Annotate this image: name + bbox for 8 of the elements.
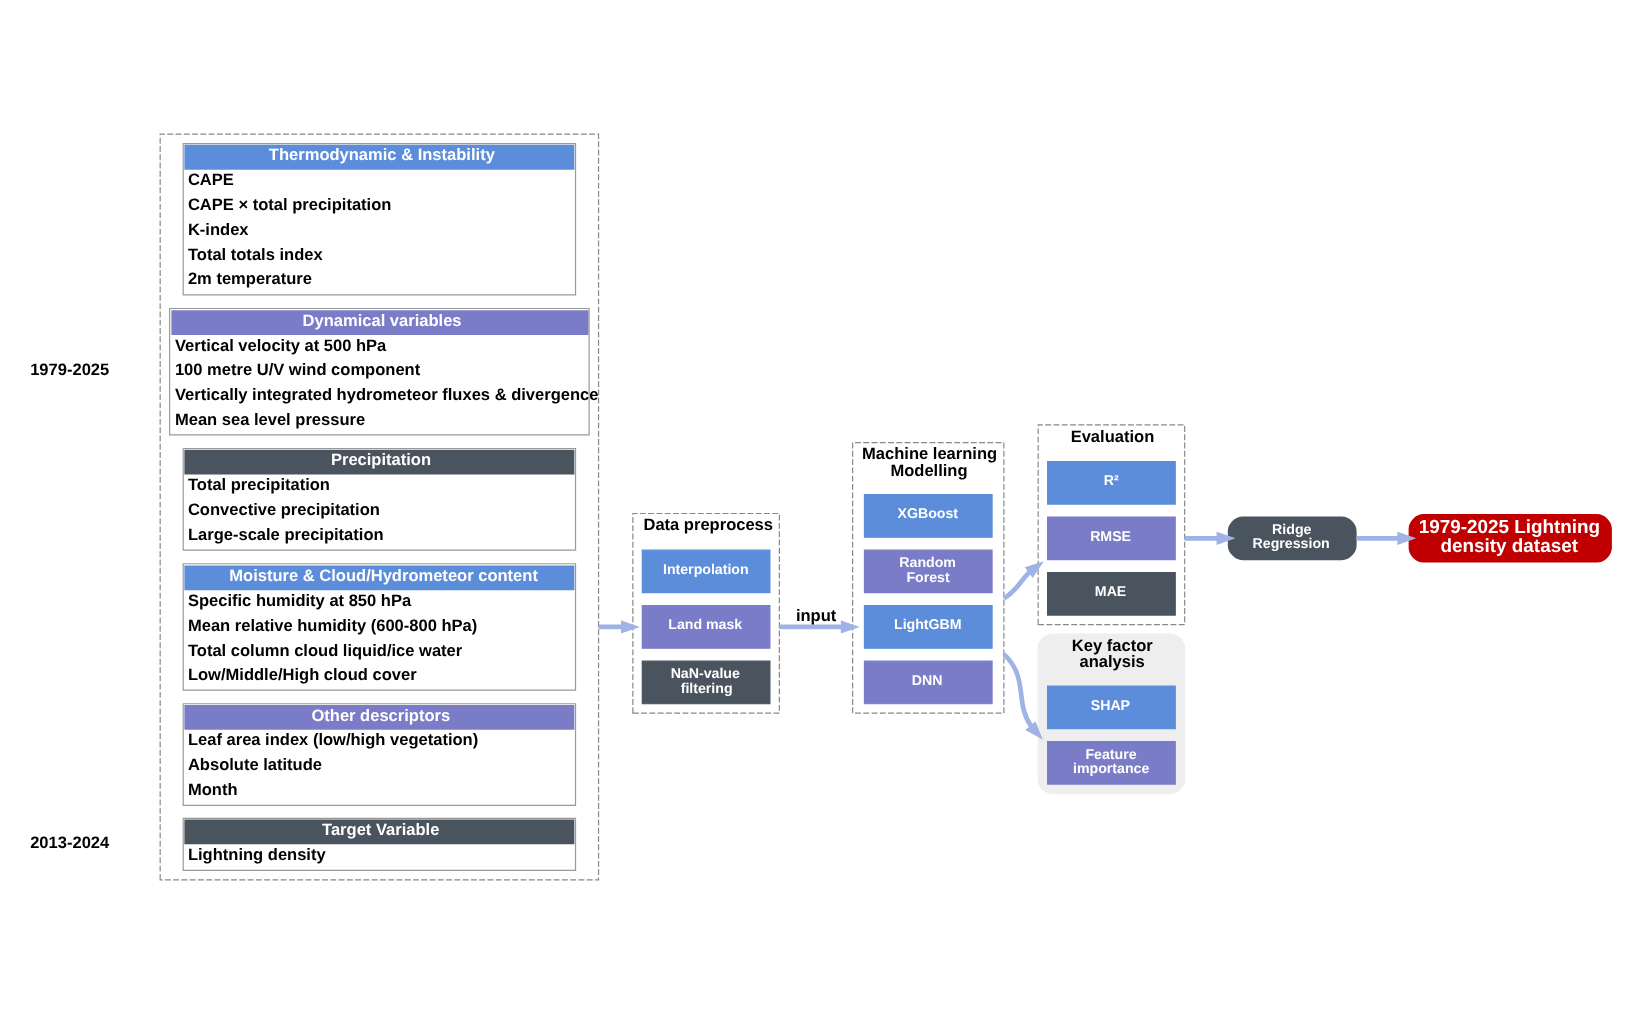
arrow bbox=[1184, 531, 1236, 545]
arrow bbox=[779, 620, 860, 634]
arrow bbox=[1002, 561, 1044, 601]
arrow bbox=[1002, 652, 1043, 740]
arrow bbox=[598, 620, 640, 634]
cluster bbox=[159, 133, 600, 881]
node-box: 1979-2025 Lightning density dataset bbox=[1408, 514, 1612, 563]
arrow bbox=[1356, 531, 1417, 545]
